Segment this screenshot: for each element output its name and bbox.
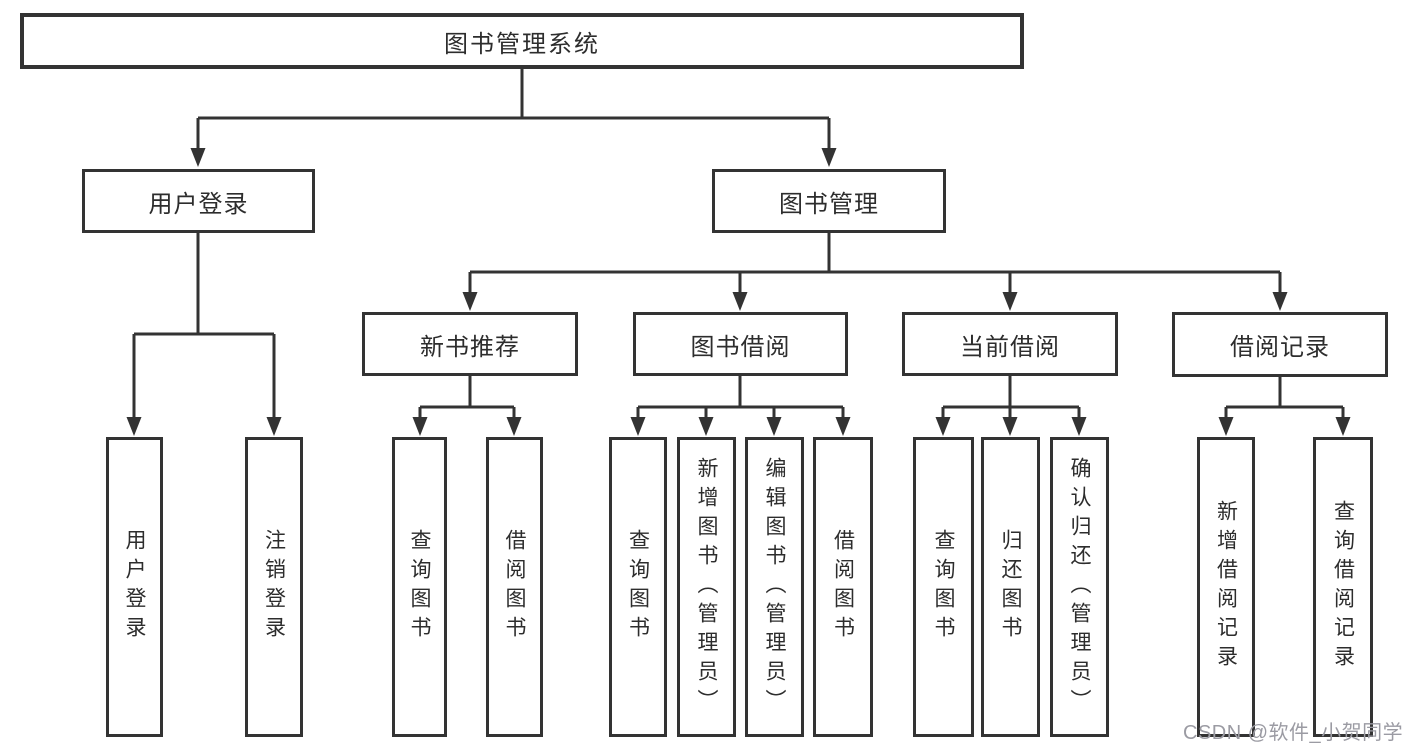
node-book-borrow: 图书借阅 bbox=[633, 312, 848, 376]
arrowhead bbox=[835, 417, 851, 436]
leaf-label: 新增借阅记录 bbox=[1214, 500, 1238, 674]
leaf-query-books-1: 查询图书 bbox=[392, 437, 447, 737]
leaf-query-books-2: 查询图书 bbox=[609, 437, 667, 737]
leaf-add-borrow-record: 新增借阅记录 bbox=[1197, 437, 1255, 737]
arrowhead bbox=[1218, 417, 1234, 436]
arrowhead bbox=[190, 148, 206, 167]
leaf-user-login: 用户登录 bbox=[106, 437, 163, 737]
arrowhead bbox=[1335, 417, 1351, 436]
leaf-label: 查询借阅记录 bbox=[1331, 500, 1355, 674]
node-label: 新书推荐 bbox=[420, 333, 520, 361]
node-label: 图书管理系统 bbox=[444, 30, 600, 58]
arrowhead bbox=[630, 417, 646, 436]
leaf-label: 查询图书 bbox=[408, 529, 431, 645]
leaf-borrow-books-2: 借阅图书 bbox=[813, 437, 873, 737]
arrowhead bbox=[766, 417, 782, 436]
connector-borrow-record-leaves bbox=[1218, 376, 1351, 436]
connector-new-book-leaves bbox=[412, 376, 522, 436]
leaf-label: 确认归还（管理员） bbox=[1068, 456, 1091, 718]
arrowhead bbox=[266, 417, 282, 436]
arrowhead bbox=[1002, 292, 1018, 311]
node-label: 借阅记录 bbox=[1230, 334, 1330, 361]
arrowhead bbox=[462, 292, 478, 311]
arrowhead bbox=[935, 417, 951, 436]
leaf-label: 归还图书 bbox=[999, 529, 1022, 645]
arrowhead bbox=[126, 417, 142, 436]
arrowhead bbox=[732, 292, 748, 311]
node-user-login: 用户登录 bbox=[82, 169, 315, 233]
leaf-confirm-return-admin: 确认归还（管理员） bbox=[1050, 437, 1109, 737]
arrowhead bbox=[821, 148, 837, 167]
node-label: 图书借阅 bbox=[690, 333, 791, 361]
arrowhead bbox=[412, 417, 428, 436]
connector-root-branches bbox=[190, 69, 837, 167]
leaf-label: 新增图书（管理员） bbox=[695, 456, 718, 718]
connector-book-borrow-leaves bbox=[630, 376, 851, 436]
node-label: 当前借阅 bbox=[960, 333, 1060, 361]
node-book-management: 图书管理 bbox=[712, 169, 946, 233]
leaf-label: 借阅图书 bbox=[503, 529, 526, 645]
leaf-label: 注销登录 bbox=[262, 529, 286, 645]
connector-user-login-leaves bbox=[126, 233, 282, 436]
leaf-logout: 注销登录 bbox=[245, 437, 303, 737]
arrowhead bbox=[1272, 292, 1288, 311]
leaf-return-books: 归还图书 bbox=[981, 437, 1040, 737]
node-borrow-record: 借阅记录 bbox=[1172, 312, 1388, 377]
leaf-edit-books-admin: 编辑图书（管理员） bbox=[745, 437, 804, 737]
leaf-query-books-3: 查询图书 bbox=[913, 437, 974, 737]
arrowhead bbox=[1002, 417, 1018, 436]
node-new-book-recommend: 新书推荐 bbox=[362, 312, 578, 376]
arrowhead bbox=[1071, 417, 1087, 436]
node-label: 用户登录 bbox=[148, 190, 249, 218]
node-current-borrow: 当前借阅 bbox=[902, 312, 1118, 376]
leaf-label: 用户登录 bbox=[123, 529, 146, 645]
leaf-query-borrow-record: 查询借阅记录 bbox=[1313, 437, 1373, 737]
arrowhead bbox=[698, 417, 714, 436]
watermark: CSDN @软件_小贺同学 bbox=[1183, 722, 1404, 744]
leaf-label: 查询图书 bbox=[626, 529, 650, 645]
node-label: 图书管理 bbox=[779, 190, 879, 218]
arrowhead bbox=[506, 417, 522, 436]
leaf-label: 借阅图书 bbox=[831, 529, 855, 645]
leaf-label: 编辑图书（管理员） bbox=[763, 456, 786, 718]
connector-current-borrow-leaves bbox=[935, 376, 1087, 436]
leaf-borrow-books-1: 借阅图书 bbox=[486, 437, 543, 737]
leaf-add-books-admin: 新增图书（管理员） bbox=[677, 437, 736, 737]
leaf-label: 查询图书 bbox=[932, 529, 955, 645]
connector-book-management-groups bbox=[462, 233, 1288, 311]
node-root-system: 图书管理系统 bbox=[20, 13, 1024, 69]
